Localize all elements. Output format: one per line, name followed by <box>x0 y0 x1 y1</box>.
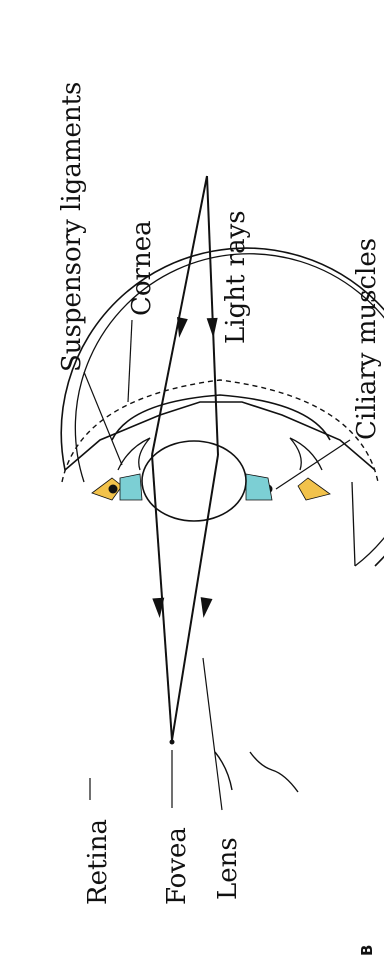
fovea-point <box>170 740 175 745</box>
lens <box>142 441 246 521</box>
label-cornea: Cornea <box>127 220 157 316</box>
label-light-rays: Light rays <box>221 210 251 344</box>
label-ciliary-muscles: Ciliary muscles <box>352 238 382 440</box>
ray-arrow-lower-right <box>198 597 213 619</box>
ciliary-muscle-right <box>298 478 330 500</box>
label-suspensory-ligaments: Suspensory ligaments <box>57 82 87 372</box>
ray-arrow-upper-right <box>207 318 219 338</box>
iris-right <box>290 438 322 470</box>
suspensory-ligament-left <box>120 474 142 500</box>
label-retina: Retina <box>83 819 113 905</box>
leader-lines <box>84 320 350 810</box>
ciliary-dot-left <box>109 485 118 494</box>
optic-nerve <box>215 752 298 792</box>
panel-label: B <box>358 945 376 956</box>
label-fovea: Fovea <box>162 827 192 905</box>
label-lens: Lens <box>213 837 243 900</box>
eyeball-inner-right <box>352 482 355 566</box>
suspensory-ligament-right <box>246 474 272 500</box>
